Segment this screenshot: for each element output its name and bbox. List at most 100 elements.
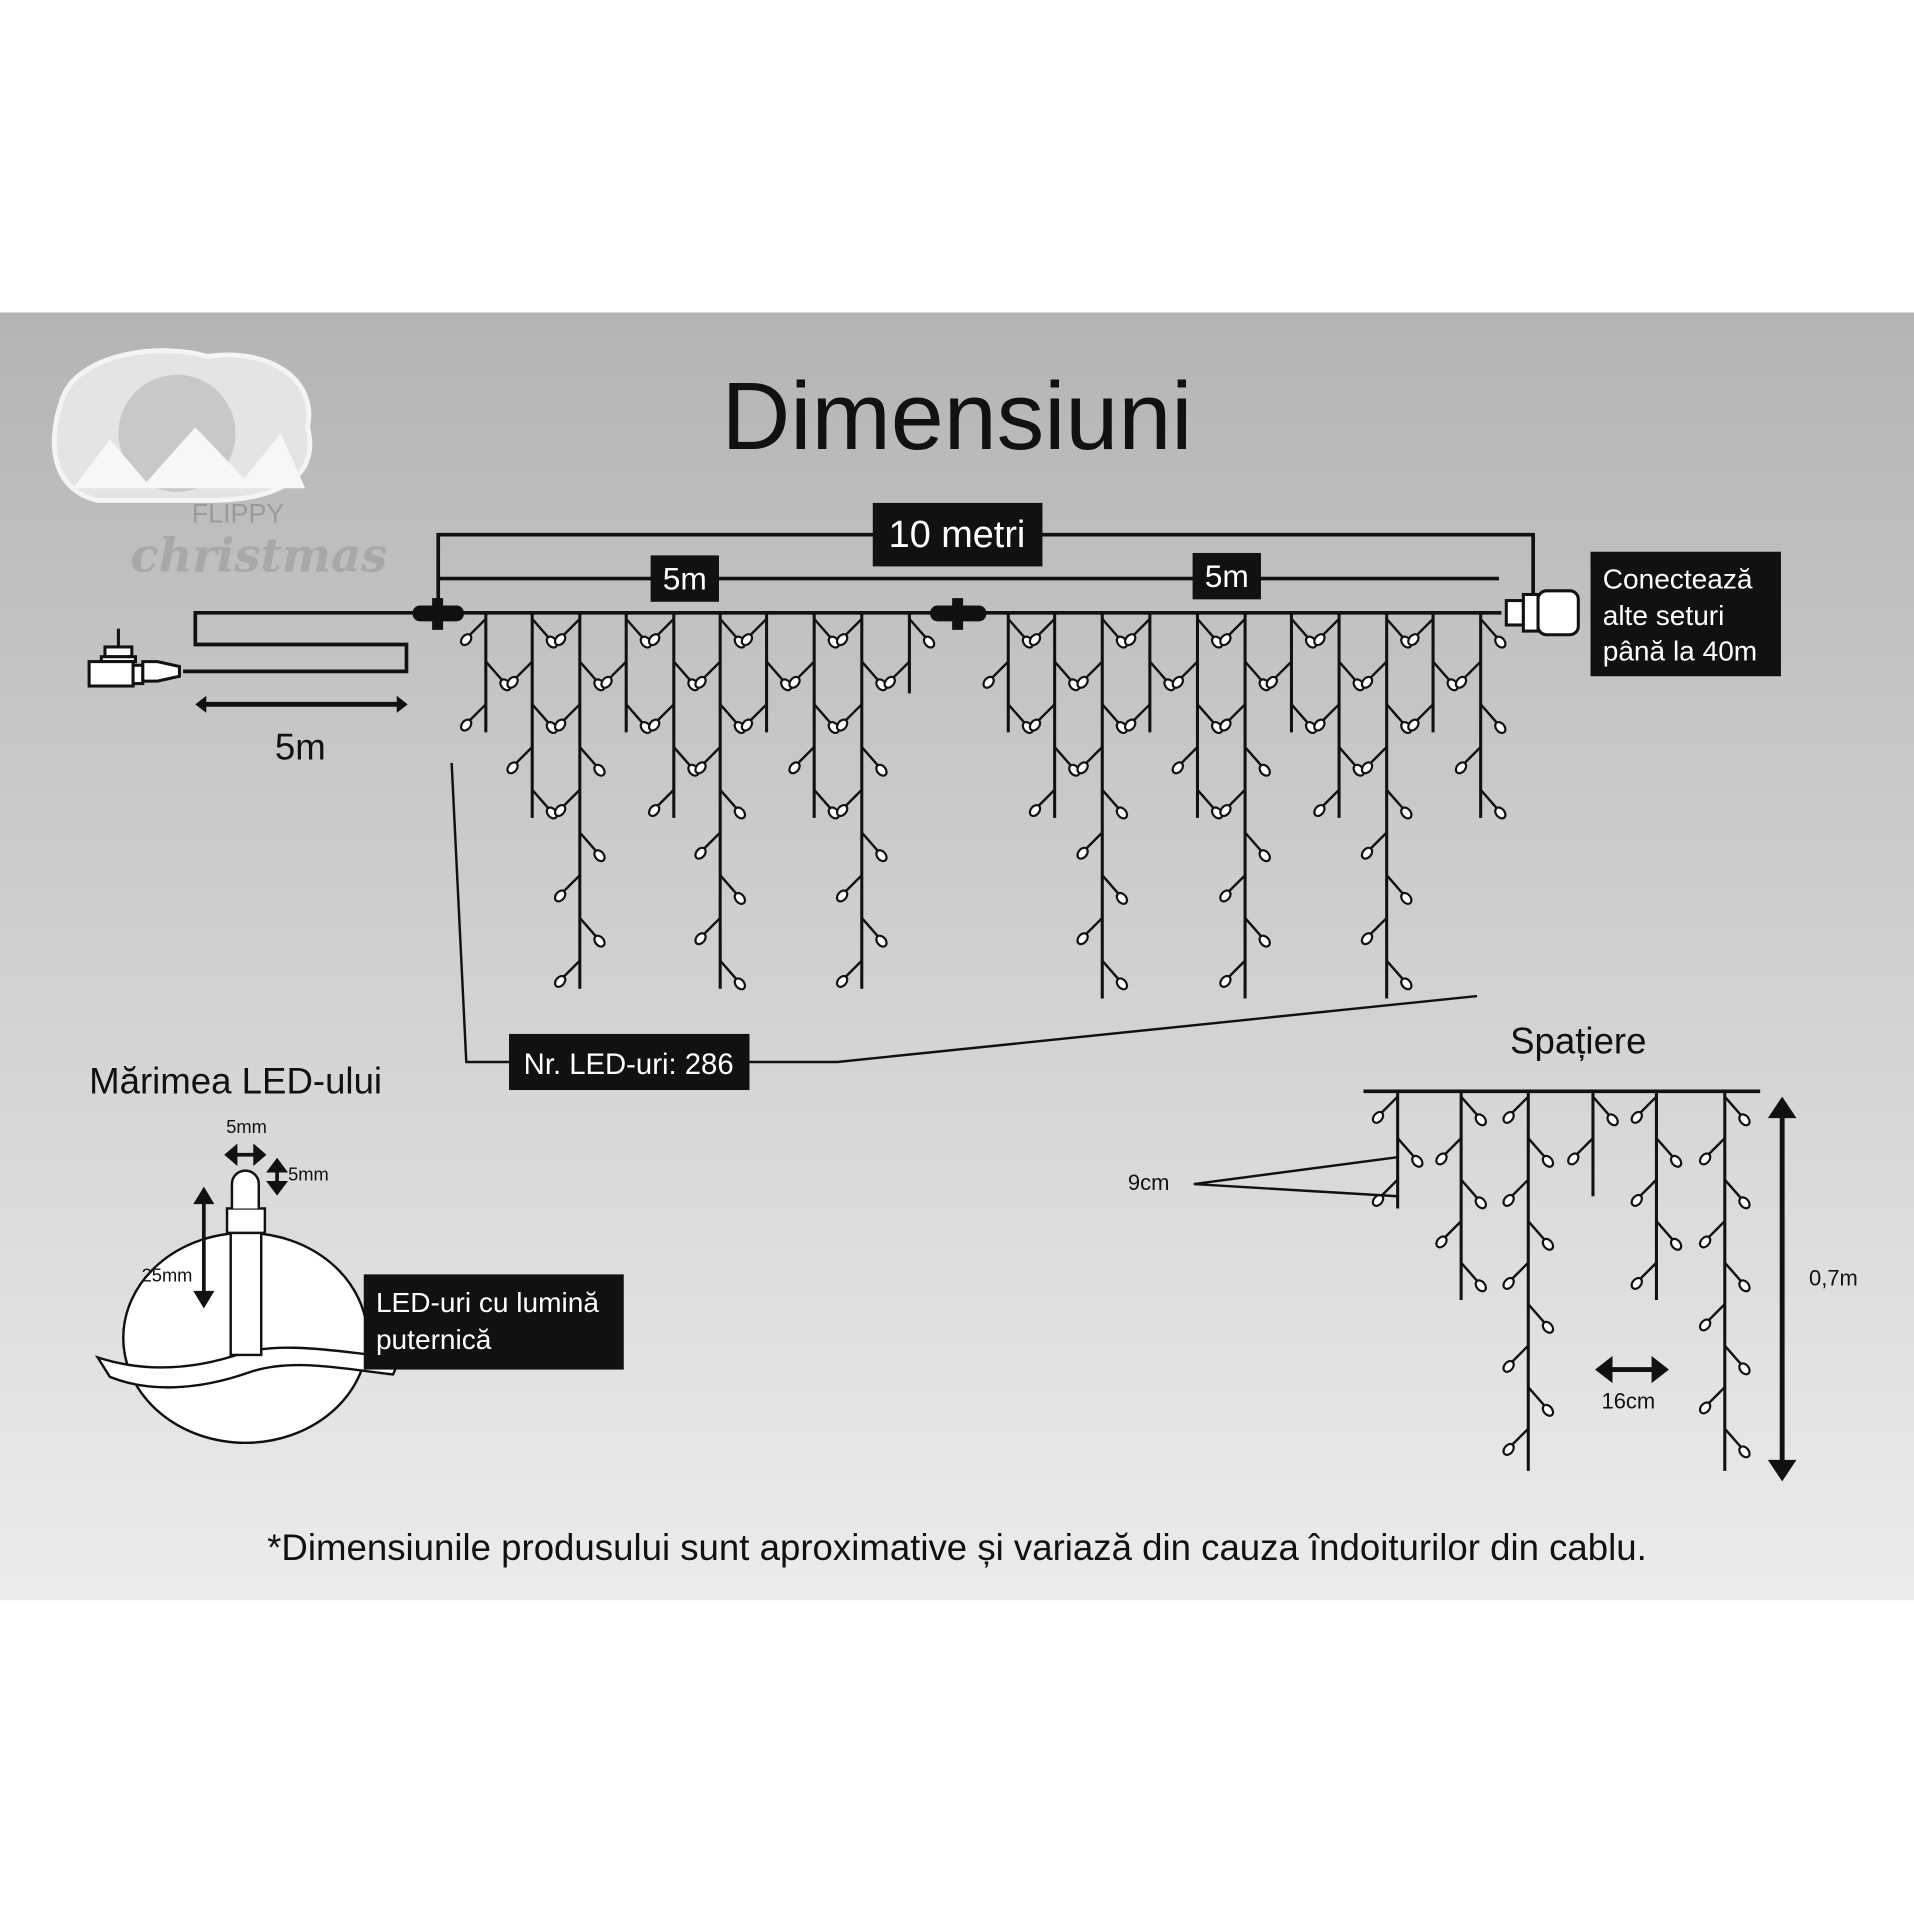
led-bulb-icon xyxy=(1407,703,1434,732)
led-bulb-icon xyxy=(506,660,534,689)
led-bulb-icon xyxy=(1723,1261,1751,1293)
led-bulb-icon xyxy=(459,703,487,732)
led-bulb-icon xyxy=(1371,1178,1399,1207)
led-bulb-icon xyxy=(1723,1427,1751,1459)
led-bulb-icon xyxy=(1265,660,1293,689)
led-bulb-icon xyxy=(1360,660,1388,689)
led-bulb-icon xyxy=(883,660,911,689)
led-count-leader-right xyxy=(747,994,1478,1064)
led-bulb-icon xyxy=(835,959,863,988)
led-bulb-icon xyxy=(1460,1261,1487,1293)
led-bulb-icon xyxy=(1371,1095,1399,1124)
drop-length-label: 0,7m xyxy=(1809,1265,1858,1290)
led-bulb-icon xyxy=(1244,746,1271,777)
led-bulb-icon xyxy=(553,618,581,647)
led-bulb-icon xyxy=(553,959,581,988)
led-bulb-icon xyxy=(1435,1137,1462,1166)
led-bulb-icon xyxy=(1698,1303,1726,1332)
led-bulb-icon xyxy=(719,788,747,820)
half-right-label-bg xyxy=(1192,552,1261,600)
led-bulb-icon xyxy=(647,618,675,647)
vertical-spacing-label: 9cm xyxy=(1128,1170,1170,1195)
led-bulb-icon xyxy=(1360,746,1388,775)
led-bulb-icon xyxy=(1630,1095,1658,1124)
led-count-leader-left xyxy=(450,762,511,1064)
led-bulb-icon xyxy=(578,917,606,948)
led-bulb-icon xyxy=(719,959,747,991)
connect-label-bg xyxy=(1590,551,1781,677)
led-size-title: Mărimea LED-ului xyxy=(89,1061,382,1102)
led-bulb-icon xyxy=(1502,1178,1530,1207)
led-bulb-icon xyxy=(1101,959,1129,991)
led-note-line-1: LED-uri cu lumină xyxy=(376,1287,599,1318)
led-bulb-icon xyxy=(1460,1178,1487,1210)
led-bulb-icon xyxy=(694,746,722,775)
led-bulb-icon xyxy=(1385,874,1413,905)
led-bulb-icon xyxy=(1171,746,1199,775)
led-bulb-icon xyxy=(1385,959,1413,991)
led-bulb-icon xyxy=(1435,1220,1462,1249)
led-bulb-icon xyxy=(1219,874,1246,903)
power-adapter-icon xyxy=(87,628,181,688)
half-left-label: 5m xyxy=(663,561,707,597)
led-bulb-icon xyxy=(1313,788,1340,818)
led-bulb-icon xyxy=(1219,788,1246,818)
led-bulb-icon xyxy=(1313,703,1340,732)
led-bulb-icon xyxy=(1502,1344,1530,1373)
led-bulb-icon xyxy=(1723,1344,1751,1376)
page-title: Dimensiuni xyxy=(722,364,1193,470)
led-bulb-icon xyxy=(1723,1178,1751,1210)
led-length-label: 25mm xyxy=(142,1265,193,1286)
led-bulb-icon xyxy=(835,703,863,732)
led-bulb-icon xyxy=(860,831,888,863)
led-note: LED-uri cu lumină puternică xyxy=(376,1287,607,1355)
led-bulb-icon xyxy=(740,618,768,647)
led-bulb-icon xyxy=(1219,959,1246,988)
icicle-strands xyxy=(459,612,1507,999)
connector-left-icon xyxy=(412,598,464,630)
led-bulb-icon xyxy=(578,746,606,777)
spacing-title: Spațiere xyxy=(1510,1020,1646,1061)
horizontal-spacing-arrow xyxy=(1595,1356,1669,1384)
led-bulb-icon xyxy=(1502,1261,1530,1290)
led-bulb-icon xyxy=(1454,660,1482,689)
footnote: *Dimensiunile produsului sunt aproximati… xyxy=(267,1527,1647,1568)
led-bulb-icon xyxy=(1244,831,1271,863)
led-bulb-icon xyxy=(1076,746,1104,775)
led-bulb-icon xyxy=(1698,1220,1726,1249)
led-bulb-icon xyxy=(459,618,487,647)
led-bulb-icon xyxy=(1460,1095,1487,1127)
led-bulb-icon xyxy=(740,703,768,732)
led-width-label: 5mm xyxy=(226,1116,267,1137)
connect-line-2: alte seturi xyxy=(1603,600,1725,631)
end-plug-icon xyxy=(1504,589,1580,637)
led-bulb-icon xyxy=(1124,703,1151,732)
led-note-bg xyxy=(363,1274,624,1370)
led-bulb-icon xyxy=(1076,660,1104,689)
led-bulb-icon xyxy=(1244,917,1271,948)
led-bulb-icon xyxy=(647,703,675,732)
led-count-label-bg xyxy=(509,1033,750,1091)
led-bulb-icon xyxy=(694,917,722,946)
spacing-strands xyxy=(1371,1091,1751,1471)
led-bulb-icon xyxy=(1630,1178,1658,1207)
led-bulb-icon xyxy=(553,788,581,818)
led-bulb-icon xyxy=(1101,874,1129,905)
led-bulb-icon xyxy=(1360,917,1388,946)
led-bulb-icon xyxy=(719,874,747,905)
led-bulb-icon xyxy=(1527,1386,1555,1417)
connector-middle-icon xyxy=(930,598,987,630)
led-bulb-icon xyxy=(1592,1095,1619,1127)
total-length-label-bg xyxy=(872,502,1043,567)
led-bulb-icon xyxy=(835,618,863,647)
led-bulb-icon xyxy=(982,660,1010,689)
led-bulb-icon xyxy=(813,788,841,820)
half-right-label: 5m xyxy=(1205,558,1249,594)
led-bulb-icon xyxy=(1527,1220,1555,1251)
led-bulb-icon xyxy=(1396,1137,1424,1168)
led-bulb-icon xyxy=(1502,1095,1530,1124)
led-bulb-icon xyxy=(1698,1386,1726,1415)
flippy-christmas-logo: FLIPPY christmas xyxy=(51,348,387,582)
led-bulb-icon xyxy=(1076,917,1104,946)
led-size-illustration xyxy=(94,1143,403,1445)
